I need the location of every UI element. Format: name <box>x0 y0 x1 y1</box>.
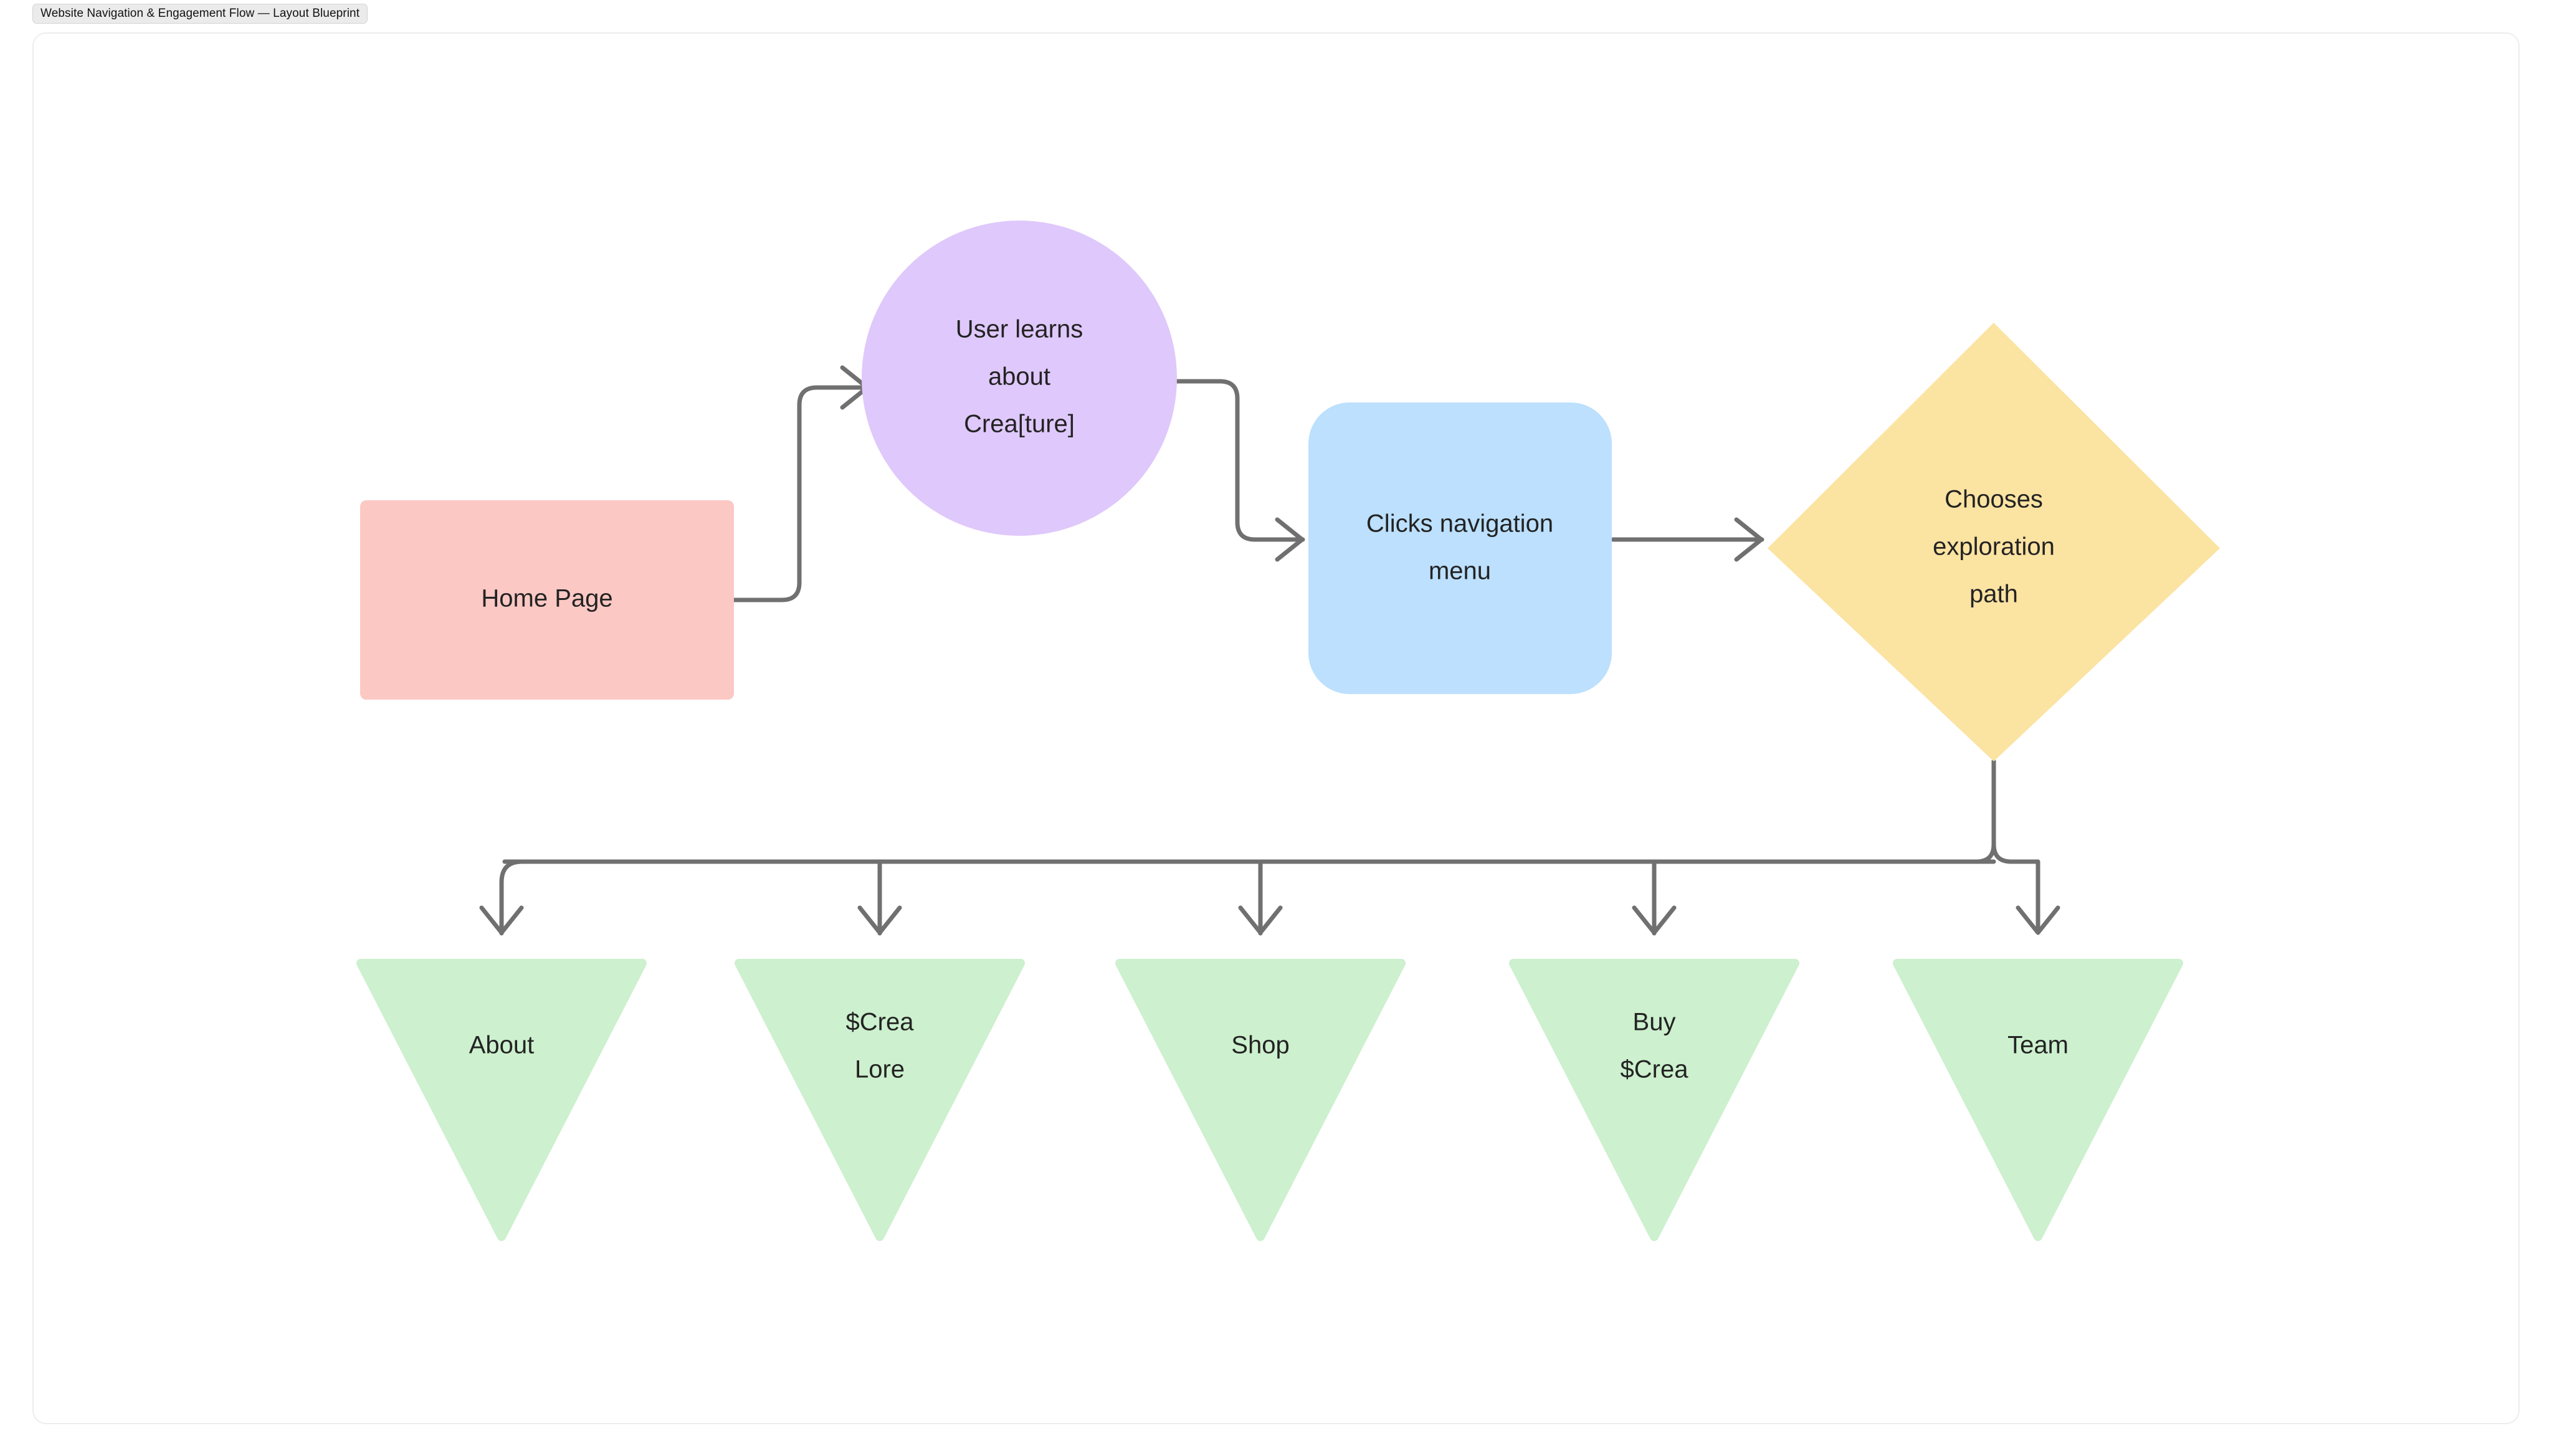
edge-bus-to-crealore <box>857 859 902 936</box>
arrowhead-icon <box>1275 517 1305 562</box>
edge-bus-to-buycrea <box>1632 859 1677 936</box>
node-layer: Home Page User learns about Crea[ture] C… <box>356 221 2220 1241</box>
node-shape-rectangle[interactable] <box>360 500 734 700</box>
node-shape-circle[interactable] <box>862 221 1177 536</box>
edge-bus-to-team <box>2016 905 2060 935</box>
arrowhead-icon <box>2016 905 2060 935</box>
node-chooses-exploration-path[interactable]: Chooses exploration path <box>1768 323 2220 761</box>
node-home-page-label: Home Page <box>481 585 612 612</box>
node-crea-lore[interactable]: $Crea Lore <box>735 959 1025 1241</box>
edge-path <box>731 385 872 602</box>
node-clicks-label-line1: Clicks navigation <box>1366 510 1553 538</box>
node-buy-crea[interactable]: Buy $Crea <box>1509 959 1799 1241</box>
node-shop-label: Shop <box>1231 1032 1289 1059</box>
arrowhead-icon <box>1632 905 1677 935</box>
node-shape-triangle-down[interactable] <box>1509 959 1799 1241</box>
node-chooses-label-line2: exploration <box>1933 533 2055 561</box>
node-user-learns[interactable]: User learns about Crea[ture] <box>862 221 1177 536</box>
edge-path <box>499 859 525 936</box>
edge-home-to-learns <box>731 365 872 602</box>
node-crea-lore-label-line2: Lore <box>855 1056 905 1083</box>
node-user-learns-label-line2: about <box>988 363 1050 391</box>
edge-bus-right <box>1991 759 2040 934</box>
diagram-title-chip: Website Navigation & Engagement Flow — L… <box>32 4 368 24</box>
edge-bus-to-about <box>479 859 525 936</box>
node-user-learns-label-line1: User learns <box>956 316 1083 343</box>
node-about-label: About <box>469 1032 535 1059</box>
node-buy-crea-label-line1: Buy <box>1633 1009 1676 1036</box>
node-shape-rounded-square[interactable] <box>1308 402 1612 694</box>
edge-clicks-to-chooses <box>1611 517 1764 562</box>
node-buy-crea-label-line2: $Crea <box>1621 1056 1689 1083</box>
node-chooses-label-line1: Chooses <box>1945 486 2043 513</box>
node-team[interactable]: Team <box>1893 959 2183 1241</box>
arrowhead-icon <box>479 905 524 935</box>
edge-path <box>1169 379 1305 542</box>
arrowhead-icon <box>857 905 902 935</box>
node-shape-triangle-down[interactable] <box>735 959 1025 1241</box>
node-chooses-label-line3: path <box>1969 581 2018 608</box>
node-shop[interactable]: Shop <box>1115 959 1406 1241</box>
node-crea-lore-label-line1: $Crea <box>846 1009 915 1036</box>
node-shape-diamond[interactable] <box>1768 323 2220 761</box>
arrowhead-icon <box>1734 517 1764 562</box>
node-clicks-navigation-menu[interactable]: Clicks navigation menu <box>1308 402 1612 694</box>
node-shape-triangle-down[interactable] <box>356 959 647 1241</box>
edge-layer <box>479 365 2060 936</box>
edge-bus-path <box>502 759 1996 864</box>
edge-chooses-bus <box>502 759 2040 934</box>
node-clicks-label-line2: menu <box>1429 558 1491 585</box>
edge-learns-to-clicks <box>1169 379 1305 562</box>
node-team-label: Team <box>2007 1032 2069 1059</box>
node-shape-triangle-down[interactable] <box>1115 959 1406 1241</box>
node-shape-triangle-down[interactable] <box>1893 959 2183 1241</box>
node-user-learns-label-line3: Crea[ture] <box>964 411 1075 438</box>
edge-bus-to-shop <box>1238 859 1283 936</box>
node-about[interactable]: About <box>356 959 647 1241</box>
arrowhead-icon <box>1238 905 1283 935</box>
node-home-page[interactable]: Home Page <box>360 500 734 700</box>
